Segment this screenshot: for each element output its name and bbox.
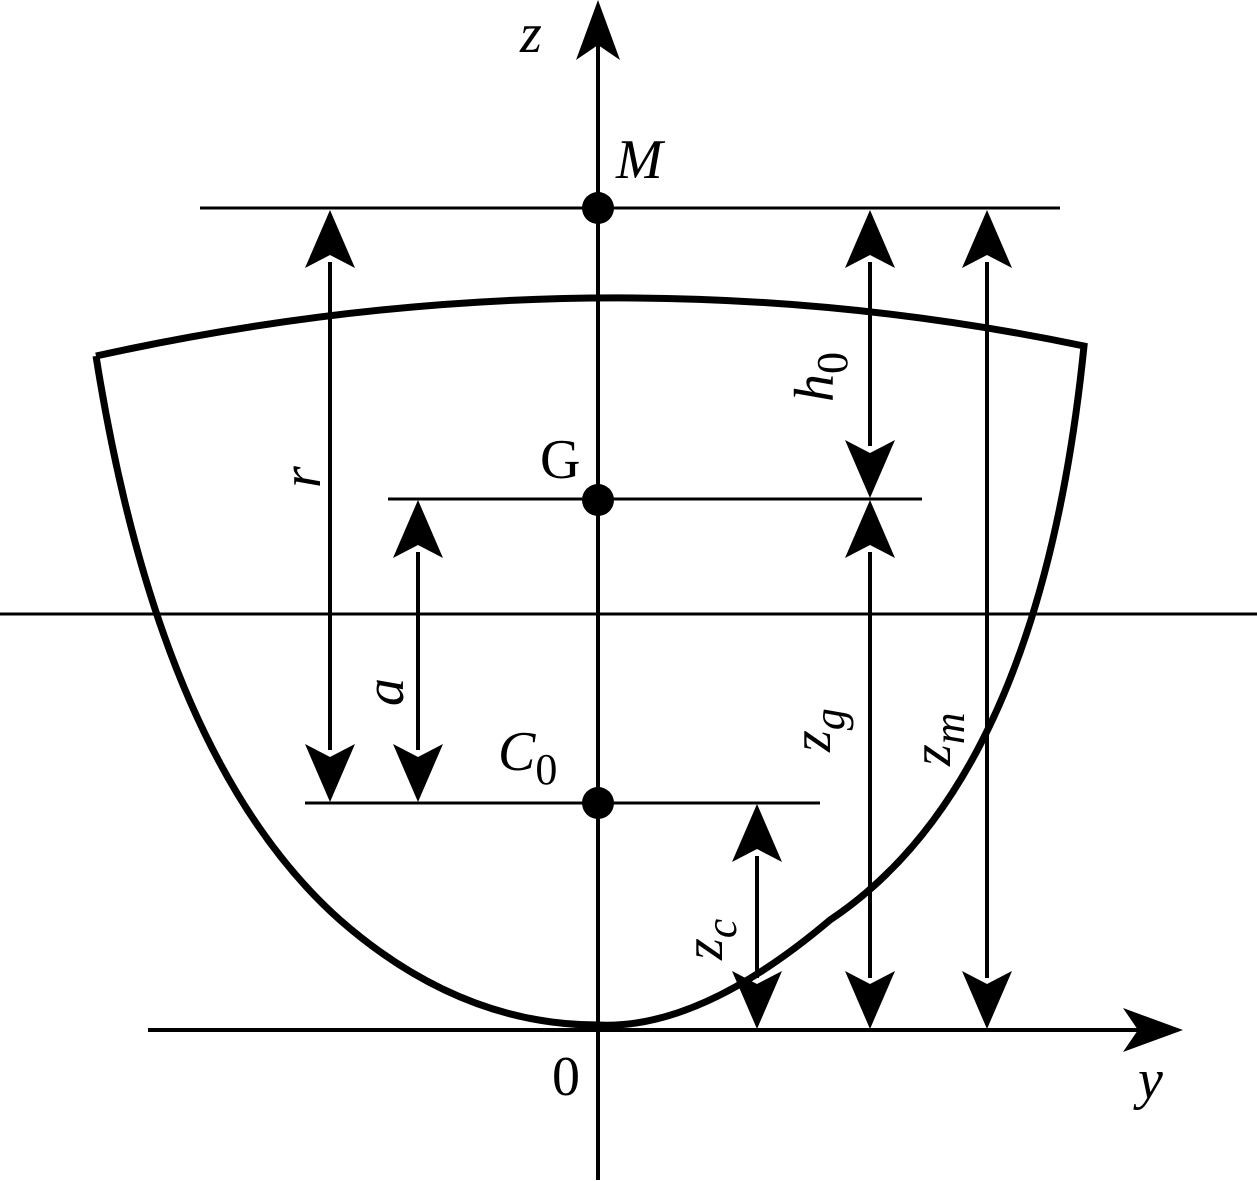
zm-arrow-top xyxy=(962,210,1012,268)
r-arrow-top xyxy=(305,210,355,268)
buoyancy-label-sub: 0 xyxy=(535,745,557,794)
h0-label-sub: 0 xyxy=(808,352,857,374)
zg-label: zg xyxy=(781,708,854,753)
buoyancy-label: C0 xyxy=(498,721,557,794)
zg-arrow-top xyxy=(845,500,895,558)
buoyancy-label-main: C xyxy=(498,721,536,783)
zc-arrow-top xyxy=(732,804,782,862)
buoyancy-point xyxy=(582,787,614,819)
r-arrow-bottom xyxy=(305,744,355,802)
z-axis-arrowhead xyxy=(576,0,620,60)
zc-label-main: z xyxy=(673,938,735,961)
origin-label: 0 xyxy=(552,1046,580,1108)
a-arrow-bottom xyxy=(393,744,443,802)
a-label: a xyxy=(354,678,416,706)
metacenter-point xyxy=(582,192,614,224)
r-label: r xyxy=(271,466,333,488)
gravity-label: G xyxy=(540,429,580,491)
gravity-point xyxy=(582,484,614,516)
zm-label-sub: m xyxy=(925,712,974,744)
hull-outline xyxy=(92,294,1088,1029)
h0-label: h0 xyxy=(784,352,857,402)
zc-label-sub: c xyxy=(697,918,746,938)
zm-label: zm xyxy=(901,712,974,767)
y-axis-arrowhead xyxy=(1123,1008,1183,1052)
zm-label-main: z xyxy=(901,744,963,767)
zm-arrow-bottom xyxy=(962,971,1012,1029)
y-axis-label: y xyxy=(1133,1049,1163,1111)
h0-label-main: h xyxy=(784,374,846,402)
zg-label-sub: g xyxy=(805,708,854,730)
zg-arrow-bottom xyxy=(845,971,895,1029)
zc-arrow-bottom xyxy=(732,971,782,1029)
h0-arrow-top xyxy=(845,210,895,268)
z-axis-label: z xyxy=(519,3,542,65)
zc-label: zc xyxy=(673,918,746,961)
h0-arrow-bottom xyxy=(845,440,895,498)
metacenter-label: M xyxy=(615,129,666,191)
zg-label-main: z xyxy=(781,730,843,753)
a-arrow-top xyxy=(393,500,443,558)
